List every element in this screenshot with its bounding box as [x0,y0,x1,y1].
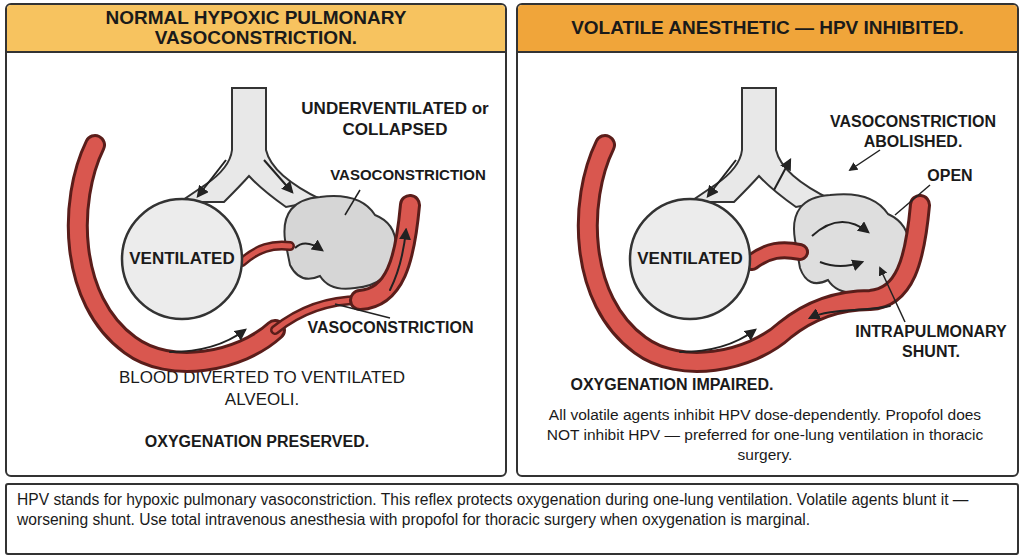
panel: NORMAL HYPOXIC PULMONARY VASOCONSTRICTIO… [5,3,507,477]
panel: VOLATILE ANESTHETIC — HPV INHIBITED. OXYG… [516,3,1019,477]
header-band: NORMAL HYPOXIC PULMONARY VASOCONSTRICTIO… [7,5,505,53]
panel-heading: VOLATILE ANESTHETIC — HPV INHIBITED. [571,18,964,38]
callout-label: VASOCONSTRICTION [318,166,498,184]
callout-label: INTRAPULMONARY SHUNT. [836,322,1024,362]
panel-heading: NORMAL HYPOXIC PULMONARY VASOCONSTRICTIO… [66,8,446,48]
callout-label: VASOCONSTRICTION ABOLISHED. [808,112,1018,152]
callout-label: VASOCONSTRICTION [288,318,493,337]
panel-body: All volatile agents inhibit HPV dose-dep… [540,405,990,465]
ventilated-alveolus: VENTILATED [628,197,752,321]
note-box: HPV stands for hypoxic pulmonary vasocon… [5,483,1019,555]
alveolus-label: VENTILATED [120,248,244,270]
header-band: VOLATILE ANESTHETIC — HPV INHIBITED. [518,5,1017,53]
alveolus-label: VENTILATED [628,248,752,270]
footer-note: HPV stands for hypoxic pulmonary vasocon… [17,490,1017,530]
callout-label: UNDERVENTILATED or COLLAPSED [295,98,495,140]
panel-conclusion: OXYGENATION IMPAIRED. [552,375,792,395]
panel-conclusion: OXYGENATION PRESERVED. [57,432,457,452]
panel-note: BLOOD DIVERTED TO VENTILATED ALVEOLI. [117,367,407,411]
ventilated-alveolus: VENTILATED [120,197,244,321]
callout-label: OPEN [920,166,980,185]
